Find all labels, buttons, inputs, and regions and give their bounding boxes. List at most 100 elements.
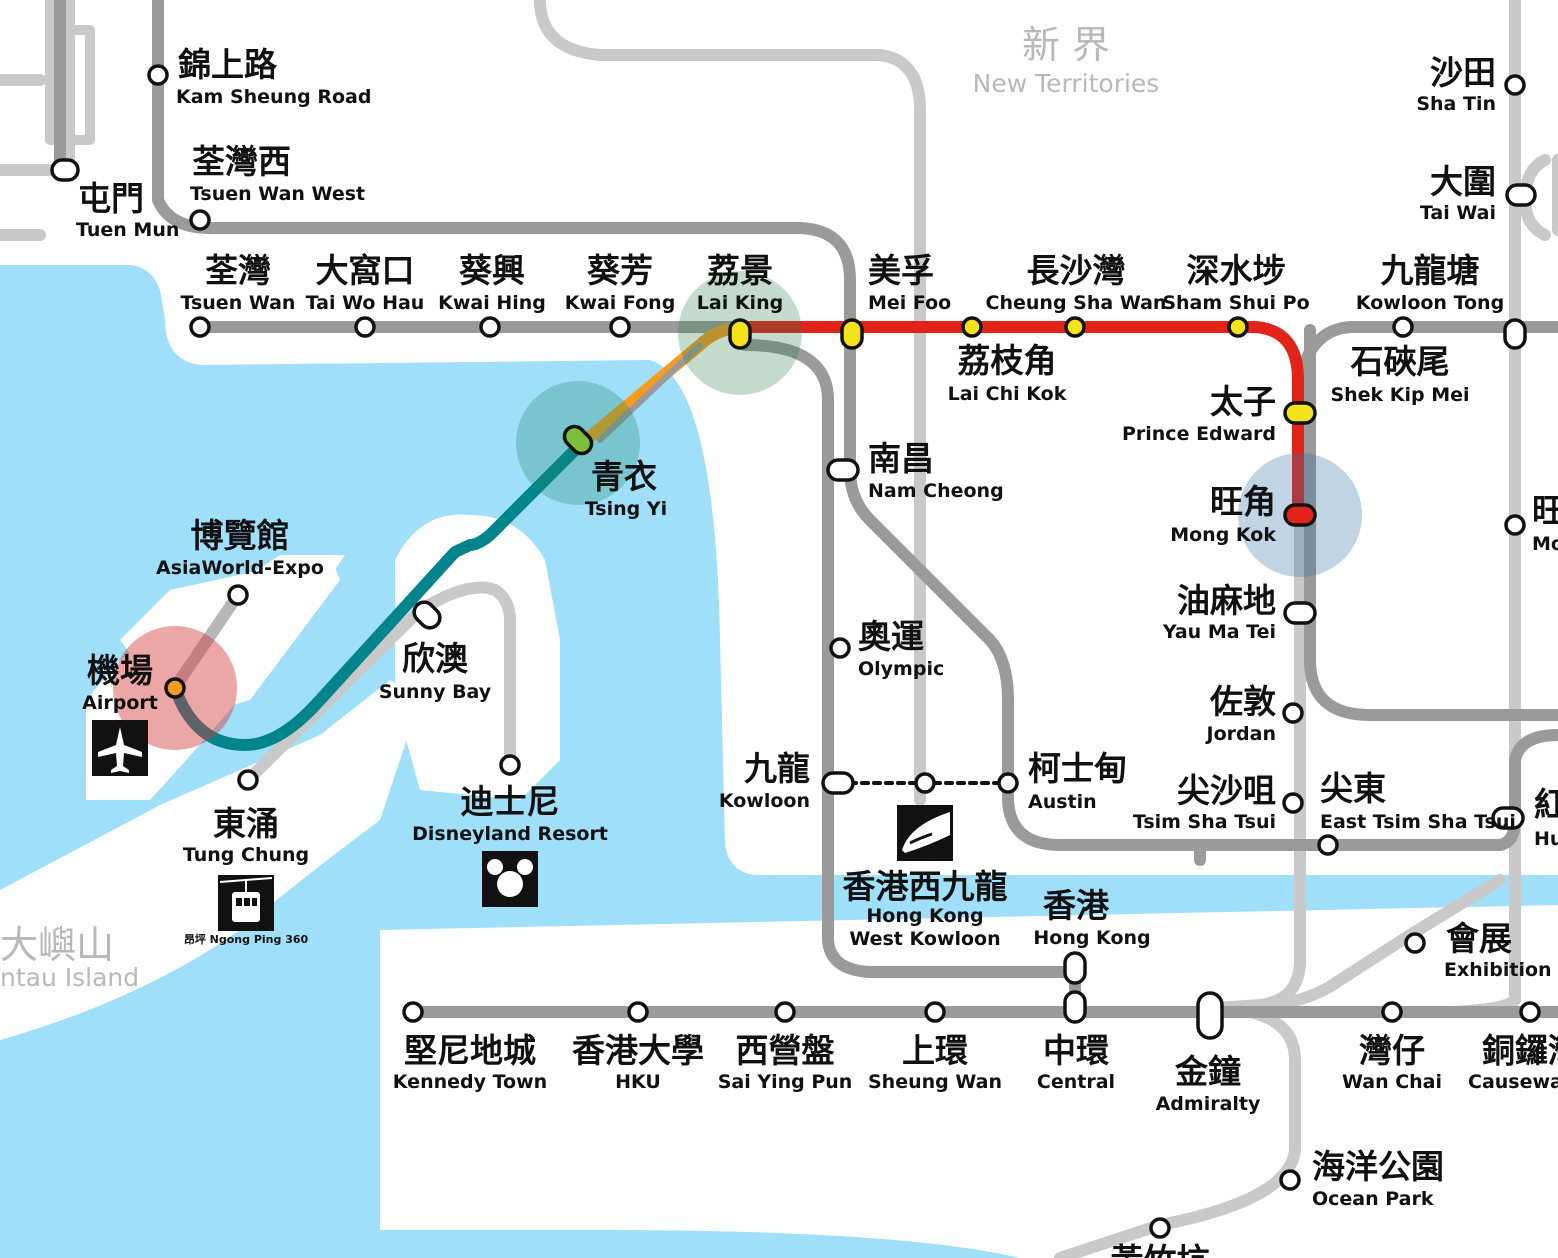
halos [113, 271, 1362, 750]
label-kowloon-zh: 九龍 [744, 749, 810, 788]
label-mong-kok-zh: 旺角 [1210, 482, 1276, 521]
station-dot-yau-ma-tei[interactable] [1283, 601, 1317, 625]
label-wan-chai-zh: 灣仔 [1359, 1031, 1425, 1070]
land-hk-island [380, 905, 1558, 1258]
station-dot-hong-kong[interactable] [1063, 951, 1087, 985]
station-dot-kwai-fong[interactable] [609, 316, 631, 338]
line-tung-chung-grey [739, 339, 1081, 1016]
station-dot-kowloon-tong-east[interactable] [1503, 318, 1527, 350]
label-kwai-fong-en: Kwai Fong [565, 292, 676, 314]
label-tung-chung-en: Tung Chung [183, 844, 309, 866]
label-causeway-bay-en: Causeway [1468, 1071, 1558, 1093]
label-hung-hom-zh: 紅 [1534, 785, 1558, 824]
station-markers [50, 64, 1541, 1239]
ngong-ping-label: 昂坪 Ngong Ping 360 [184, 933, 309, 946]
station-dot-mong-kok[interactable] [1283, 503, 1317, 527]
label-tsuen-wan-west-zh: 荃灣西 [192, 142, 291, 181]
label-sunny-bay-zh: 欣澳 [402, 639, 469, 678]
station-dot-lai-king[interactable] [728, 318, 752, 350]
station-dot-exhibition-centre[interactable] [1404, 932, 1426, 954]
label-tung-chung-zh: 東涌 [213, 804, 279, 843]
line-light-tuen-mun [45, 0, 95, 175]
label-admiralty-en: Admiralty [1156, 1093, 1261, 1115]
station-dot-kowloon[interactable] [821, 771, 855, 795]
label-sunny-bay-en: Sunny Bay [379, 681, 492, 703]
station-dot-east-tsim-sha-tsui[interactable] [1317, 834, 1339, 856]
line-tsuen-wan-red [734, 321, 1304, 521]
label-lai-king-zh: 荔景 [707, 251, 773, 290]
station-dot-disneyland-resort[interactable] [499, 754, 521, 776]
station-dot-nam-cheong[interactable] [826, 458, 860, 482]
station-dot-jordan[interactable] [1282, 702, 1304, 724]
station-dot-olympic[interactable] [829, 637, 851, 659]
cable-car-icon [218, 875, 274, 931]
station-dot-sheung-wan[interactable] [924, 1001, 946, 1023]
station-dot-sham-shui-po[interactable] [1227, 316, 1249, 338]
station-dot-lai-chi-kok[interactable] [961, 316, 983, 338]
region-new-territories-en: New Territories [973, 69, 1160, 98]
station-dot-airport[interactable] [164, 677, 186, 699]
station-dot-central[interactable] [1063, 990, 1087, 1024]
land-penny-bay [395, 514, 560, 800]
station-dot-kam-sheung-road[interactable] [147, 64, 169, 86]
label-jordan-zh: 佐敦 [1209, 682, 1276, 721]
label-kam-sheung-road-zh: 錦上路 [178, 45, 278, 84]
line-kwun-tong-south [1304, 324, 1558, 721]
label-yau-ma-tei-zh: 油麻地 [1177, 581, 1276, 620]
label-prince-edward-zh: 太子 [1210, 382, 1276, 421]
station-dot-kennedy-town[interactable] [402, 1001, 424, 1023]
station-dot-asiaworld-expo[interactable] [227, 584, 249, 606]
station-dot-tsing-yi[interactable] [560, 422, 595, 457]
label-exhibition-centre-zh: 會展 [1446, 919, 1512, 958]
label-airport-zh: 機場 [87, 651, 153, 690]
station-dot-prince-edward[interactable] [1283, 401, 1317, 425]
label-sheung-wan-en: Sheung Wan [868, 1071, 1002, 1093]
station-dot-west-kowloon[interactable] [914, 772, 936, 794]
station-dot-tsuen-wan-west[interactable] [189, 209, 211, 231]
line-light-stubs [0, 74, 46, 241]
station-dot-tsuen-wan[interactable] [189, 316, 211, 338]
station-dot-sunny-bay[interactable] [410, 598, 444, 632]
station-labels: 錦上路 Kam Sheung Road 荃灣西 Tsuen Wan West 屯… [76, 45, 1558, 1258]
label-tsuen-wan-zh: 荃灣 [205, 251, 271, 290]
land-kowloon-nt [0, 0, 1558, 875]
station-dot-bottom[interactable] [1149, 1217, 1171, 1239]
label-tsuen-wan-en: Tsuen Wan [181, 292, 296, 314]
station-dot-ocean-park[interactable] [1279, 1169, 1301, 1191]
label-tuen-mun-zh: 屯門 [78, 179, 144, 218]
station-dot-kwai-hing[interactable] [479, 316, 501, 338]
station-dot-austin[interactable] [997, 772, 1019, 794]
label-yau-ma-tei-en: Yau Ma Tei [1162, 621, 1276, 643]
station-dot-hung-hom[interactable] [1491, 806, 1525, 830]
label-olympic-zh: 奧運 [858, 617, 924, 656]
station-dot-wan-chai[interactable] [1381, 1001, 1403, 1023]
station-dot-mei-foo[interactable] [840, 318, 864, 350]
label-west-kowloon-en2: West Kowloon [849, 928, 1000, 950]
station-dot-causeway-bay[interactable] [1519, 1001, 1541, 1023]
station-dot-mong-kok-east[interactable] [1504, 514, 1526, 536]
station-dot-cheung-sha-wan[interactable] [1064, 316, 1086, 338]
label-lai-chi-kok-en: Lai Chi Kok [948, 383, 1067, 405]
station-dot-sai-ying-pun[interactable] [774, 1001, 796, 1023]
label-causeway-bay-zh: 銅鑼灣 [1482, 1031, 1558, 1070]
mickey-icon [482, 851, 538, 907]
label-lai-king-en: Lai King [697, 292, 783, 314]
station-dot-tai-wai[interactable] [1505, 183, 1537, 207]
station-dot-tsim-sha-tsui[interactable] [1282, 792, 1304, 814]
station-dot-sha-tin[interactable] [1504, 74, 1526, 96]
label-sha-tin-zh: 沙田 [1430, 53, 1496, 92]
label-ocean-park-en: Ocean Park [1312, 1188, 1434, 1210]
label-tsing-yi-en: Tsing Yi [585, 498, 667, 520]
station-dot-hku[interactable] [627, 1001, 649, 1023]
label-tsim-sha-tsui-en: Tsim Sha Tsui [1133, 811, 1276, 833]
label-mei-foo-en: Mei Foo [868, 292, 951, 314]
label-hong-kong-zh: 香港 [1043, 886, 1110, 925]
station-dot-tai-wo-hau[interactable] [354, 316, 376, 338]
station-dot-tuen-mun[interactable] [50, 158, 80, 182]
station-dot-kowloon-tong[interactable] [1392, 316, 1414, 338]
station-dot-admiralty[interactable] [1196, 991, 1224, 1040]
station-dot-tung-chung[interactable] [237, 769, 259, 791]
line-airport-express [169, 439, 586, 751]
